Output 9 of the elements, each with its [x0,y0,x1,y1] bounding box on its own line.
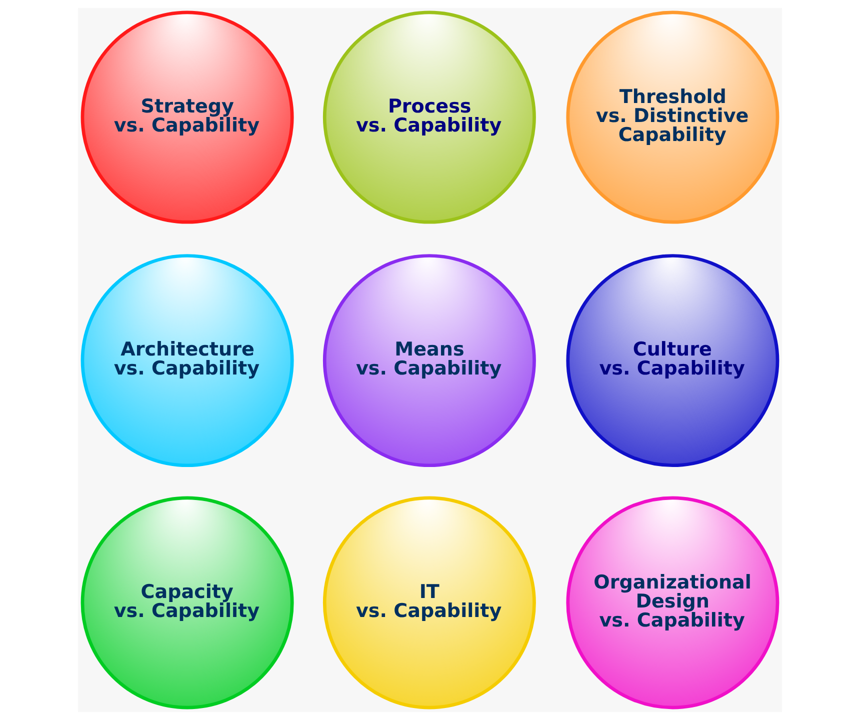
node-circle: Threshold vs. Distinctive Capability [566,10,780,224]
node-circle: Strategy vs. Capability [80,10,294,224]
node-circle: Organizational Design vs. Capability [566,496,780,710]
node-circle: Culture vs. Capability [566,254,780,468]
node-circle: Means vs. Capability [322,254,536,468]
node-circle: Capacity vs. Capability [80,496,294,710]
node-circle: IT vs. Capability [322,496,536,710]
node-circle: Architecture vs. Capability [80,254,294,468]
node-circle: Process vs. Capability [322,10,536,224]
